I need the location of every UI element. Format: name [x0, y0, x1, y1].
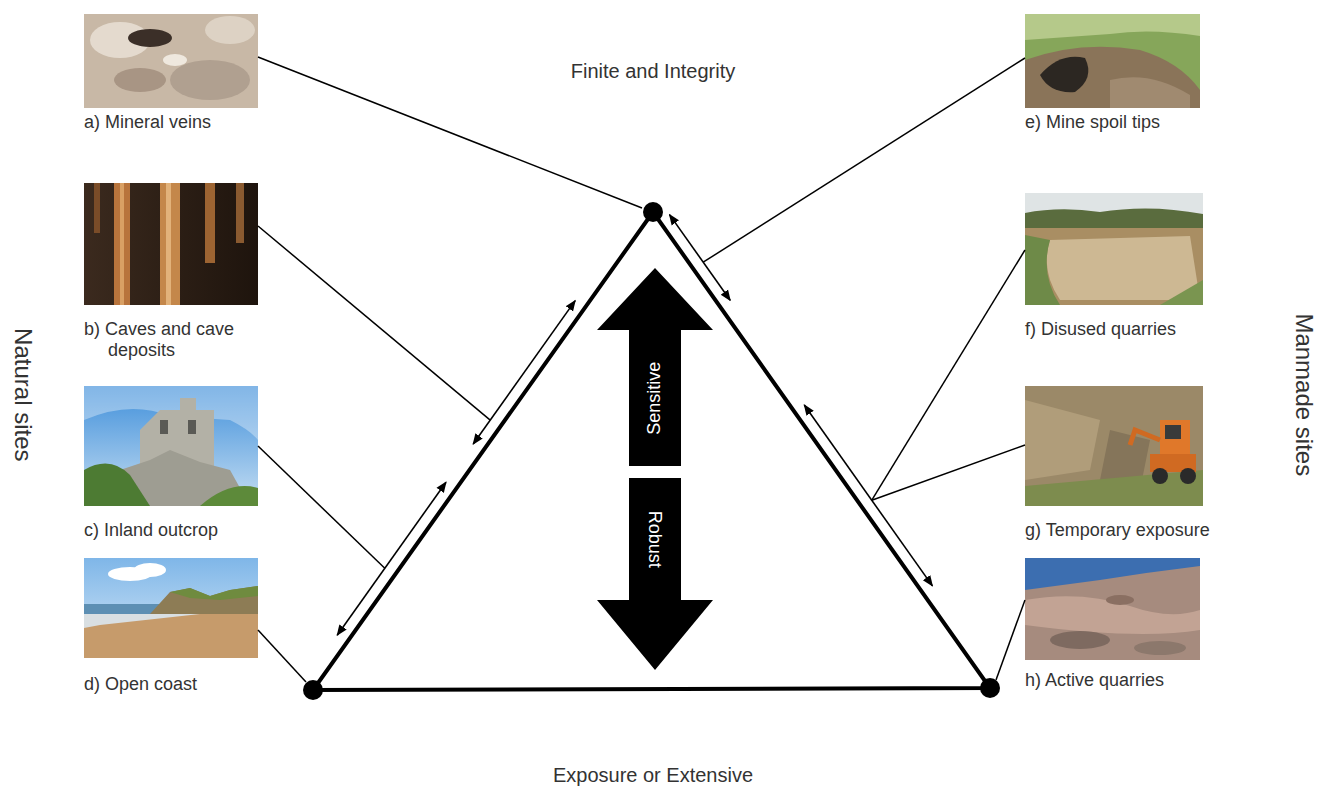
- photo-panel: c) Inland outcrop: [84, 386, 258, 506]
- arrow-shape: [597, 478, 713, 670]
- photo-mine-spoil: [1025, 14, 1200, 108]
- leader-line: [258, 630, 306, 682]
- photo-caption: c) Inland outcrop: [84, 520, 218, 541]
- side-label: Manmade sites: [1290, 314, 1318, 477]
- leader-line: [996, 600, 1025, 680]
- photo-open-coast: [84, 558, 258, 658]
- photo-panel: f) Disused quarries: [1025, 193, 1203, 305]
- leader-line: [872, 445, 1025, 500]
- leader-line: [703, 58, 1025, 262]
- scale-arrow: Robust: [597, 478, 713, 670]
- range-arrow: [337, 482, 446, 635]
- photo-disused-quarry: [1025, 193, 1203, 305]
- photo-panel: e) Mine spoil tips: [1025, 14, 1200, 108]
- scale-arrow: Sensitive: [597, 268, 713, 466]
- triangle-outline: [313, 212, 990, 690]
- photo-caption: h) Active quarries: [1025, 670, 1164, 691]
- photo-caption: g) Temporary exposure: [1025, 520, 1210, 541]
- photo-panel: d) Open coast: [84, 558, 258, 658]
- photo-caption: e) Mine spoil tips: [1025, 112, 1160, 133]
- axis-label: Exposure or Extensive: [553, 764, 753, 787]
- photo-caves: [84, 183, 258, 305]
- photo-panel: h) Active quarries: [1025, 558, 1200, 660]
- photo-caption: f) Disused quarries: [1025, 319, 1176, 340]
- photo-caption: a) Mineral veins: [84, 112, 211, 133]
- photo-mineral-veins: [84, 14, 258, 108]
- vertex-dot: [980, 678, 1000, 698]
- photo-temporary-exposure: [1025, 386, 1203, 506]
- arrow-label: Sensitive: [645, 361, 666, 434]
- photo-panel: g) Temporary exposure: [1025, 386, 1203, 506]
- range-arrow: [473, 301, 575, 444]
- photo-caption: d) Open coast: [84, 674, 197, 695]
- photo-active-quarry: [1025, 558, 1200, 660]
- photo-inland-outcrop: [84, 386, 258, 506]
- leader-line: [258, 226, 490, 420]
- axis-label: Finite and Integrity: [571, 60, 736, 83]
- photo-panel: a) Mineral veins: [84, 14, 258, 108]
- photo-panel: b) Caves and cave deposits: [84, 183, 258, 305]
- vertex-dot: [303, 680, 323, 700]
- arrow-label: Robust: [645, 510, 666, 567]
- range-arrow: [670, 215, 731, 301]
- side-label: Natural sites: [10, 328, 38, 461]
- leader-line: [872, 250, 1025, 500]
- leader-line: [258, 446, 385, 568]
- photo-caption: b) Caves and cave deposits: [84, 319, 300, 360]
- vertex-dot: [643, 202, 663, 222]
